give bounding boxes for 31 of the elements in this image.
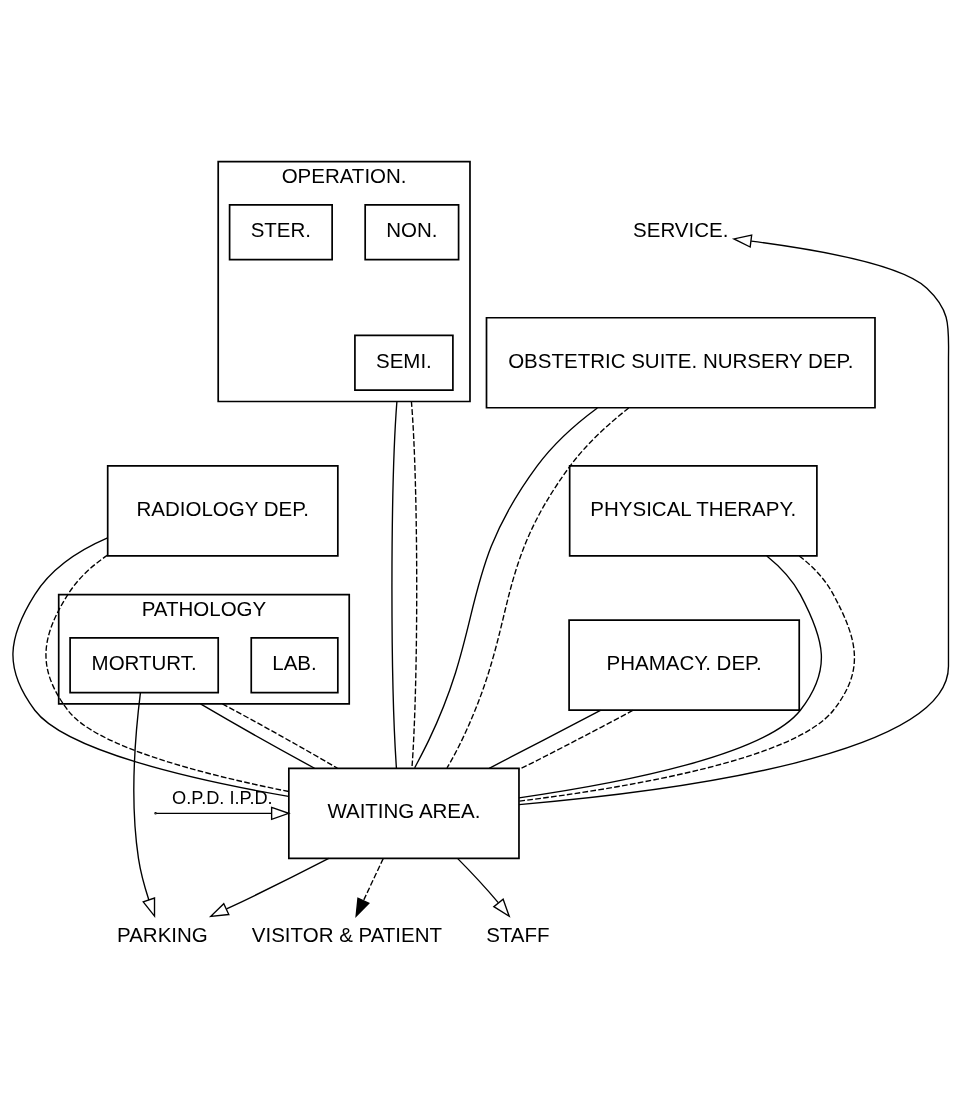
arrow bbox=[208, 857, 330, 918]
connector bbox=[391, 400, 398, 769]
node-box: LAB. bbox=[250, 637, 339, 694]
connector bbox=[221, 703, 338, 769]
node-text: STAFF bbox=[486, 922, 550, 946]
node-text: PARKING bbox=[117, 922, 208, 946]
arrow bbox=[155, 806, 291, 821]
arrow bbox=[518, 234, 950, 806]
node-box: WAITING AREA. bbox=[288, 767, 520, 860]
connector bbox=[12, 537, 290, 798]
connector bbox=[45, 554, 290, 793]
node-box: MORTURT. bbox=[69, 637, 220, 694]
connector bbox=[410, 400, 418, 769]
connector bbox=[446, 407, 630, 769]
arrow bbox=[133, 691, 156, 919]
connector bbox=[488, 709, 602, 769]
arrow bbox=[355, 857, 384, 919]
connector bbox=[414, 407, 599, 769]
node-box: STER. bbox=[228, 204, 333, 261]
node-text: SERVICE. bbox=[633, 218, 729, 242]
node-box: OBSTETRIC SUITE. NURSERY DEP. bbox=[485, 316, 876, 409]
node-box: PHYSICAL THERAPY. bbox=[568, 465, 818, 557]
edge-label: O.P.D. I.P.D. bbox=[172, 787, 273, 808]
connector bbox=[199, 703, 316, 769]
node-box: SEMI. bbox=[354, 334, 454, 391]
node-text: VISITOR & PATIENT bbox=[251, 922, 443, 946]
arrow bbox=[457, 857, 511, 918]
node-box: PHAMACY. DEP. bbox=[568, 619, 801, 712]
node-box: NON. bbox=[364, 204, 460, 261]
connector bbox=[518, 709, 634, 771]
node-box: RADIOLOGY DEP. bbox=[106, 465, 339, 557]
